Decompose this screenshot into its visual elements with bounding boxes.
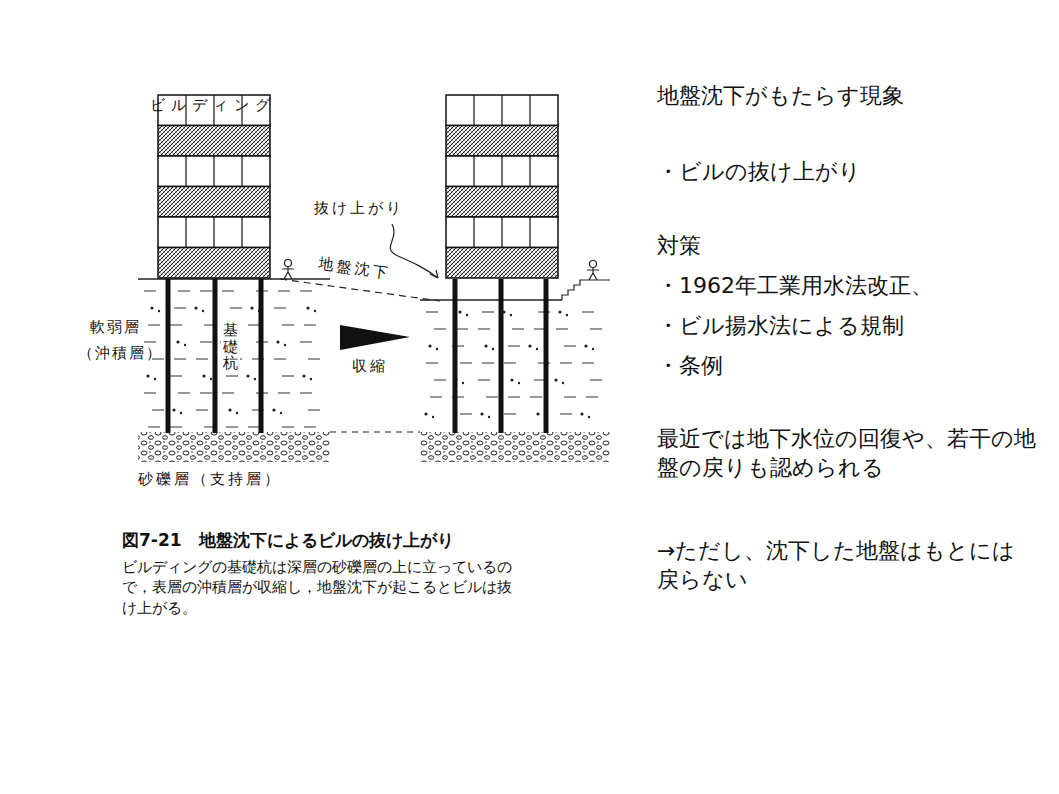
- text-label: 収縮: [352, 357, 388, 376]
- slide-title: 地盤沈下がもたらす現象: [657, 82, 904, 110]
- shrink-arrow: [340, 325, 410, 350]
- text-label: ・条例: [657, 352, 723, 380]
- building: [158, 95, 558, 278]
- text-label: ビルディング: [150, 96, 276, 115]
- text-label: 対策: [657, 232, 701, 260]
- text-label: 砂礫層（支持層）: [138, 470, 282, 489]
- figure-caption: 図7-21 地盤沈下によるビルの抜け上がり: [122, 530, 454, 551]
- text-label: 抜け上がり: [312, 199, 406, 218]
- foundation-pile: [168, 279, 546, 433]
- gravel-layer: [138, 432, 330, 462]
- text-label: ・ビルの抜け上がり: [657, 158, 861, 186]
- text-label: （沖積層）: [78, 344, 163, 363]
- text-label: ビルディングの基礎杭は深層の砂礫層の上に立っているので，表層の沖積層が収縮し，地…: [122, 557, 522, 618]
- text-label: ・ビル揚水法による規制: [657, 312, 904, 340]
- text-label: 基礎杭: [221, 322, 240, 372]
- text-label: ・1962年工業用水法改正、: [657, 272, 933, 300]
- text-label: 最近では地下水位の回復や、若干の地盤の戻りも認められる: [657, 425, 1037, 482]
- text-label: →ただし、沈下した地盤はもとには戻らない: [657, 537, 1037, 594]
- text-label: 軟弱層: [90, 318, 141, 337]
- gravel-layer: [420, 432, 610, 462]
